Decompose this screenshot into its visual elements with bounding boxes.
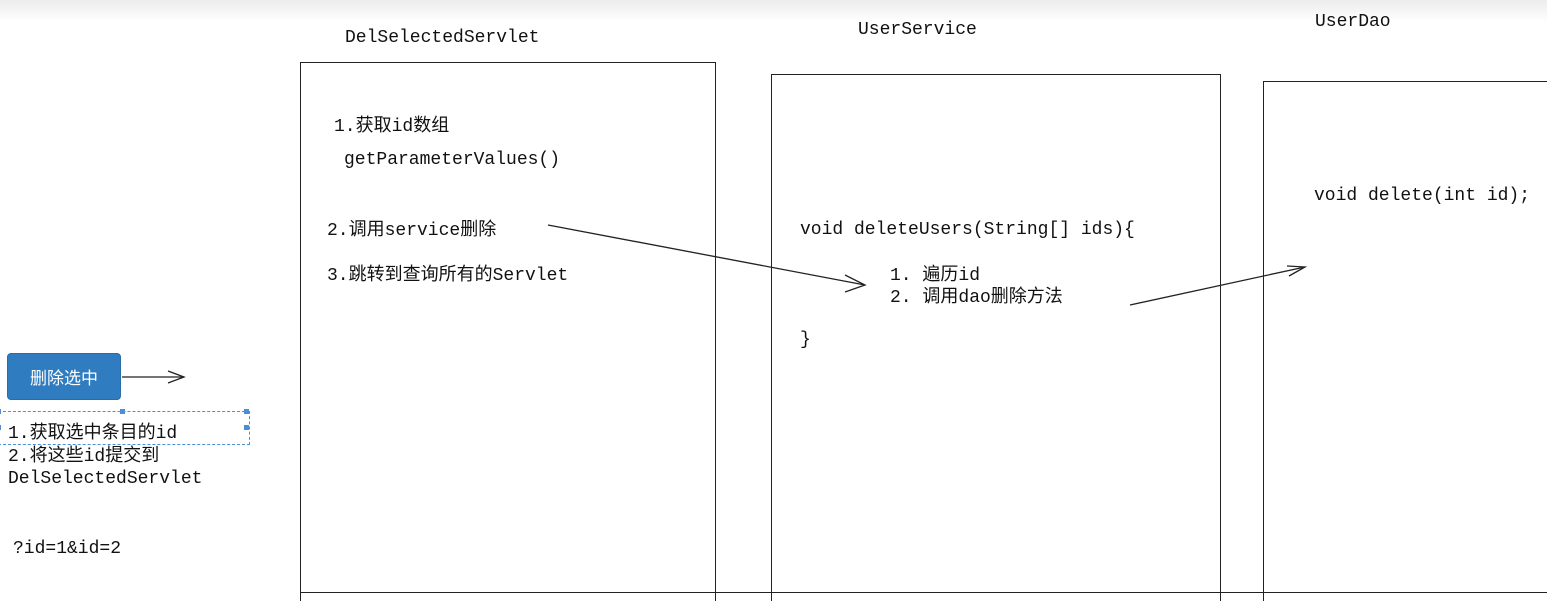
servlet-step-redirect: 3.跳转到查询所有的Servlet: [327, 266, 569, 286]
selection-handle-top-left[interactable]: [0, 409, 1, 414]
dao-signature: void delete(int id);: [1314, 186, 1531, 206]
selection-box: [0, 409, 250, 445]
client-note-servlet: DelSelectedServlet: [8, 469, 203, 489]
dao-title: UserDao: [1315, 12, 1391, 32]
servlet-box: [300, 62, 716, 601]
service-title: UserService: [858, 20, 977, 40]
dao-box: [1263, 81, 1547, 601]
selection-handle-top-right[interactable]: [244, 409, 249, 414]
client-query-string: ?id=1&id=2: [13, 539, 122, 559]
bottom-divider: [300, 592, 1547, 593]
servlet-get-parameter-values: getParameterValues(): [344, 150, 561, 170]
service-signature: void deleteUsers(String[] ids){: [800, 220, 1135, 240]
delete-selected-button[interactable]: 删除选中: [7, 353, 121, 400]
service-step-iterate: 1. 遍历id: [890, 266, 981, 286]
service-to-dao-arrow: [1129, 265, 1308, 306]
servlet-title: DelSelectedServlet: [345, 28, 540, 48]
selection-handle-left[interactable]: [0, 425, 1, 430]
client-note-get-ids: 1.获取选中条目的id: [8, 424, 178, 444]
service-close-brace: }: [800, 330, 811, 350]
button-arrow: [122, 370, 186, 384]
servlet-step-get-ids: 1.获取id数组: [334, 117, 450, 137]
client-note-submit: 2.将这些id提交到: [8, 447, 160, 467]
service-step-call-dao: 2. 调用dao删除方法: [890, 288, 1063, 308]
selection-handle-top-middle[interactable]: [120, 409, 125, 414]
servlet-to-service-arrow: [547, 224, 867, 293]
service-box: [771, 74, 1221, 601]
servlet-step-call-service: 2.调用service删除: [327, 221, 497, 241]
selection-handle-right[interactable]: [244, 425, 249, 430]
